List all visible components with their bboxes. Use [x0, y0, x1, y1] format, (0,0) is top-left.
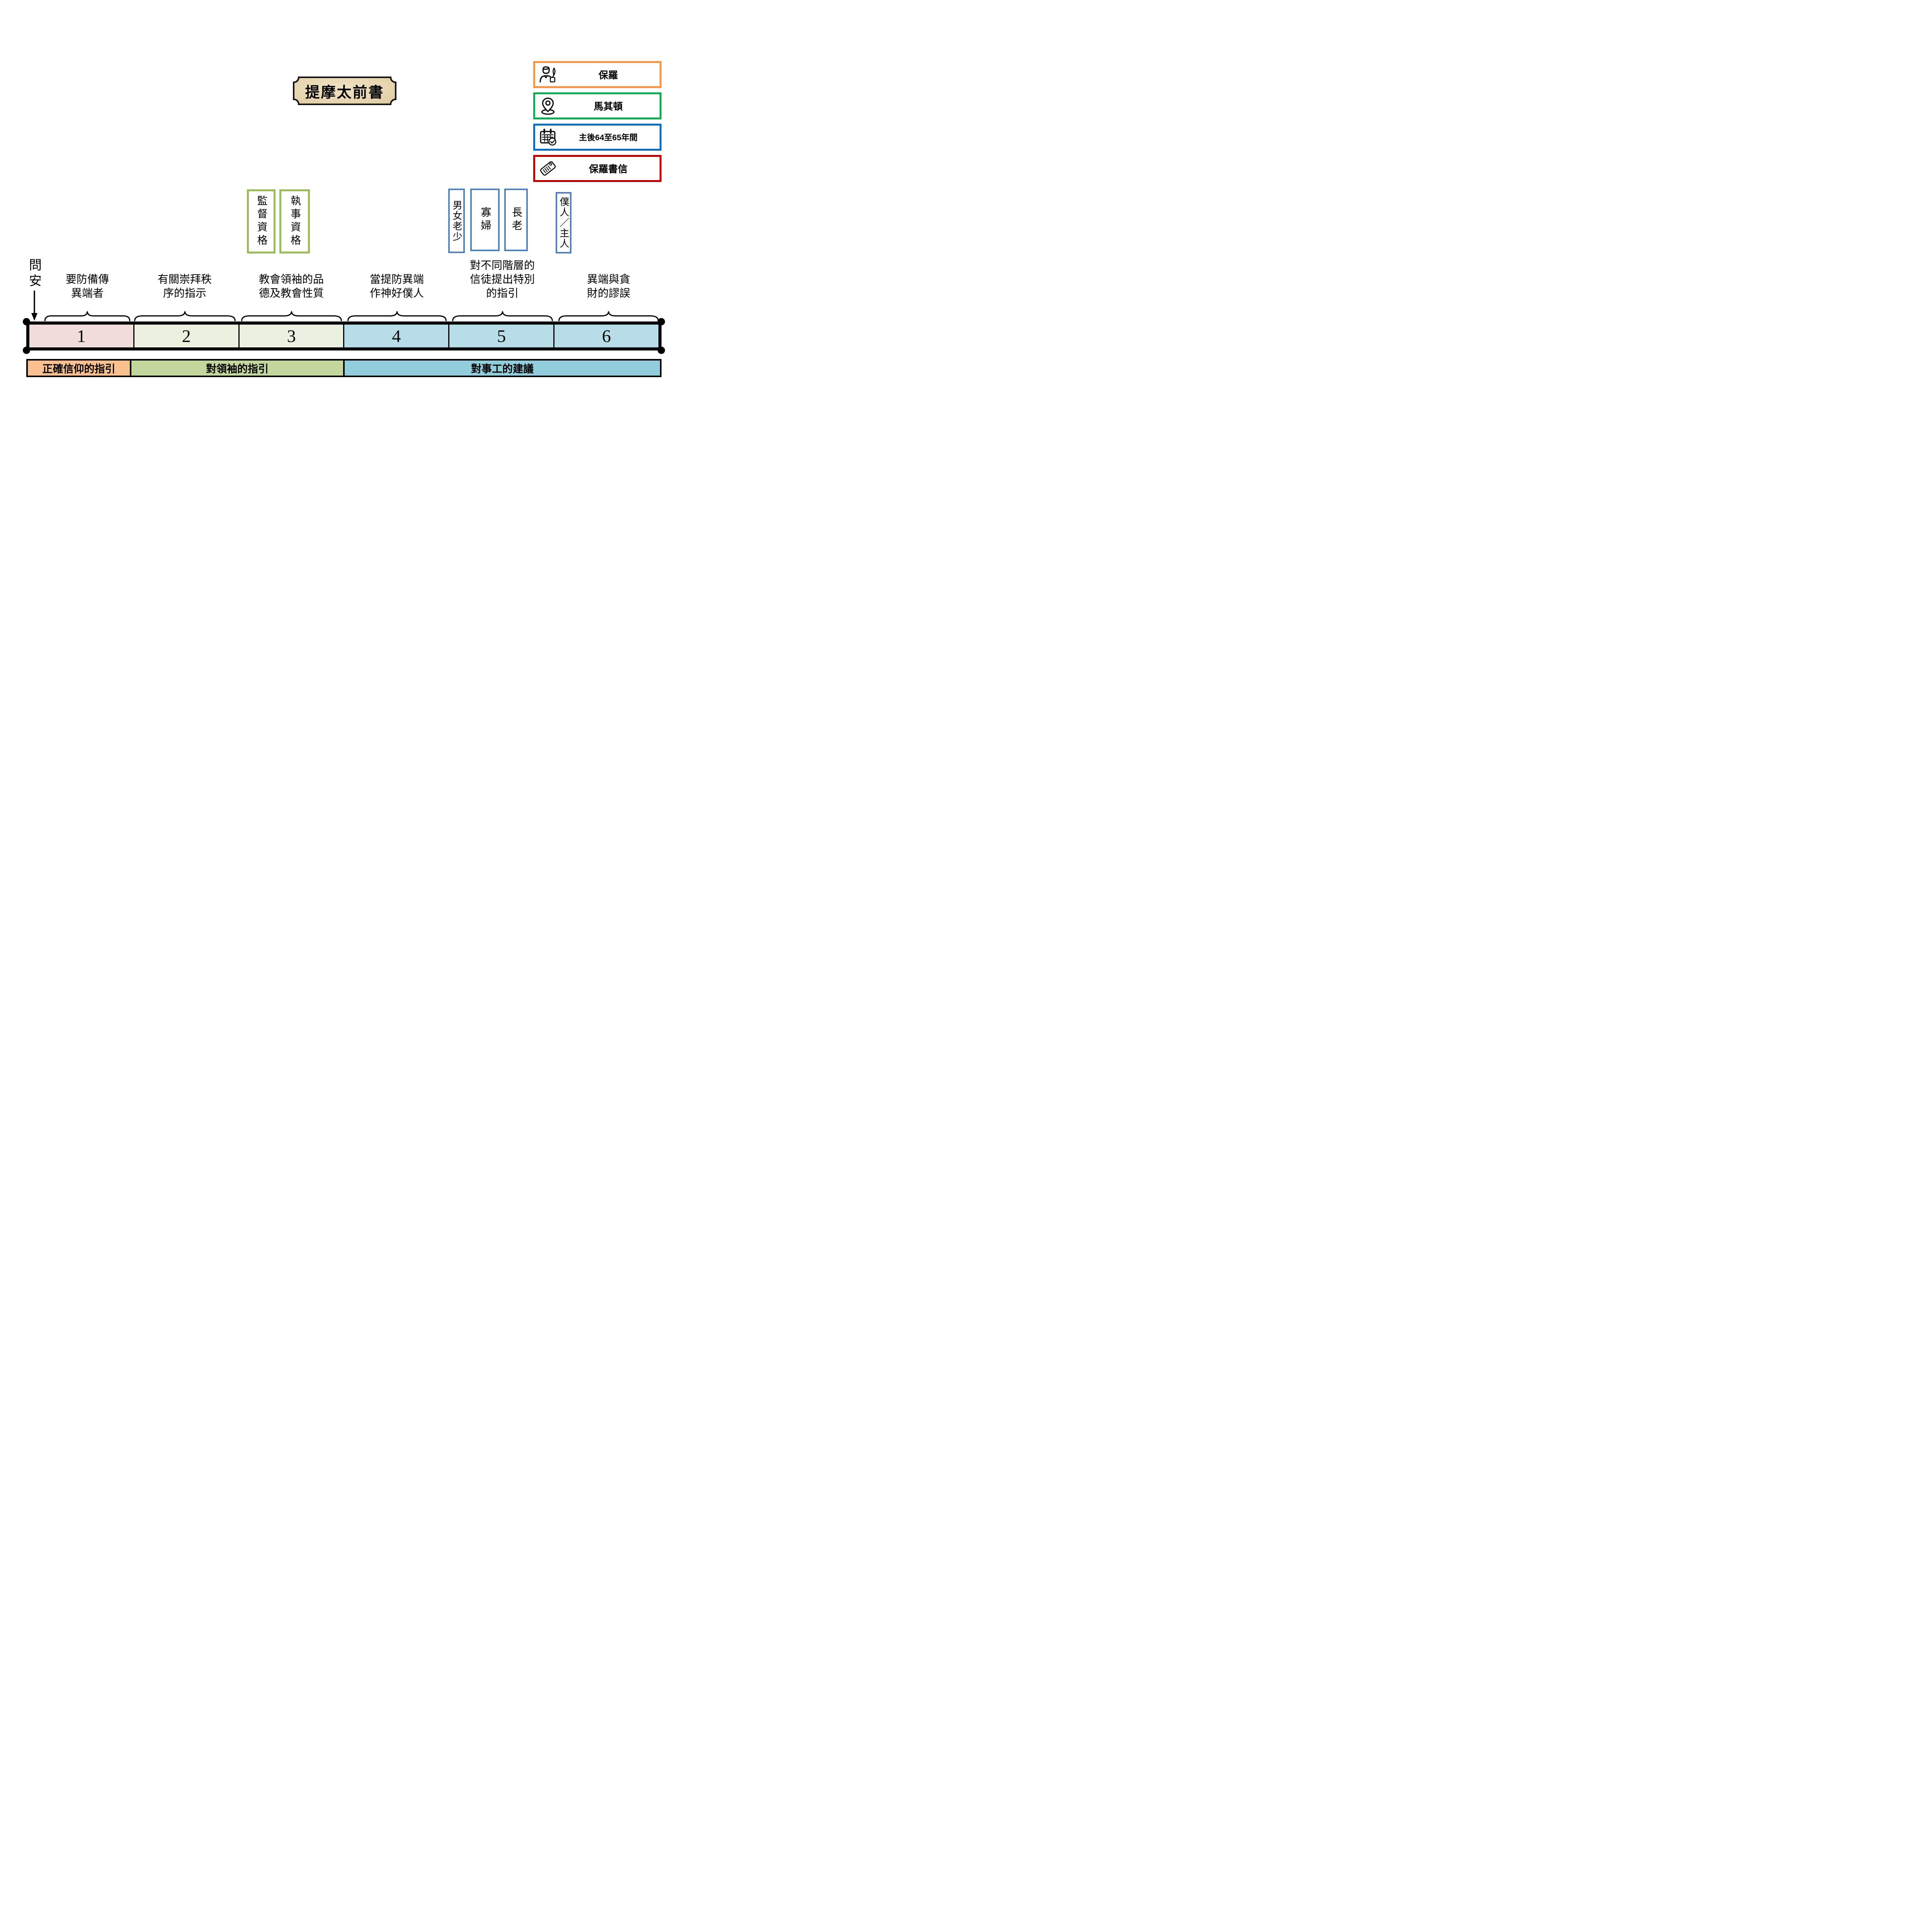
section-ministry-advice: 對事工的建議	[345, 361, 660, 376]
title-plaque: 提摩太前書	[292, 76, 397, 106]
legend: 保羅 馬其頓	[533, 61, 662, 186]
chapter-cell-4: 4	[344, 325, 449, 347]
topic-box-bishop-qualifications: 監督資格	[247, 189, 276, 253]
topic-box-men-women-old-young: 男女老少	[448, 189, 465, 253]
legend-item-location: 馬其頓	[533, 92, 662, 119]
chapter-cell-5: 5	[449, 325, 554, 347]
chapter-cell-3: 3	[239, 325, 344, 347]
topic-box-elders: 長老	[504, 189, 528, 251]
chapter-5-summary: 對不同階層的 信徒提出特別 的指引	[469, 260, 535, 299]
chapter-2-brace-icon	[134, 311, 236, 321]
band-corner-dot	[658, 347, 665, 354]
greeting-text: 問安	[27, 258, 41, 290]
legend-date-label: 主後64至65年間	[579, 133, 638, 142]
chapter-3-brace-icon	[241, 311, 342, 321]
author-icon	[535, 66, 561, 83]
chapter-1-brace-icon	[44, 311, 131, 321]
chapter-5-brace-icon	[452, 311, 553, 321]
legend-item-author: 保羅	[533, 61, 662, 88]
section-leaders-guide: 對領袖的指引	[131, 361, 343, 376]
legend-location-label: 馬其頓	[594, 101, 623, 112]
topic-box-label: 男女老少	[451, 200, 462, 242]
page-title: 提摩太前書	[305, 84, 384, 101]
chapter-2-summary: 有關崇拜秩 序的指示	[157, 274, 212, 299]
chapter-1-summary: 要防備傳 異端者	[65, 274, 109, 299]
band-corner-dot	[23, 318, 30, 325]
legend-category-label: 保羅書信	[588, 164, 628, 175]
chapter-4-brace-icon	[347, 311, 447, 321]
topic-box-label: 長老	[510, 207, 522, 233]
location-icon	[535, 97, 561, 115]
plaque-shape-icon	[293, 77, 396, 105]
tag-icon	[535, 160, 561, 177]
topic-box-label: 執事資格	[289, 195, 301, 248]
section-band: 正確信仰的指引 對領袖的指引 對事工的建議	[26, 359, 662, 377]
legend-item-date: 主後64至65年間	[533, 124, 662, 151]
calendar-icon	[535, 128, 561, 146]
topic-box-label: 僕人／主人	[558, 197, 569, 249]
chapter-6-brace-icon	[558, 311, 659, 321]
chapter-6-summary: 異端與貪 財的謬誤	[587, 274, 630, 299]
legend-author-label: 保羅	[598, 70, 618, 81]
greeting-label: 問安	[25, 258, 43, 292]
chapter-cell-2: 2	[134, 325, 238, 347]
diagram-canvas: 提摩太前書 保羅	[0, 0, 678, 479]
section-right-faith: 正確信仰的指引	[28, 361, 130, 376]
legend-item-category: 保羅書信	[533, 155, 662, 182]
topic-box-servants-masters: 僕人／主人	[556, 192, 571, 253]
chapter-4-summary: 當提防異端 作神好僕人	[369, 274, 424, 299]
topic-box-label: 監督資格	[255, 195, 267, 248]
band-corner-dot	[23, 347, 30, 354]
chapter-3-summary: 教會領袖的品 德及教會性質	[259, 274, 324, 299]
chapter-band: 1 2 3 4 5 6	[26, 321, 662, 350]
chapter-cell-1: 1	[29, 325, 133, 347]
chapter-cell-6: 6	[554, 325, 658, 347]
band-corner-dot	[658, 318, 665, 325]
topic-box-label: 寡婦	[479, 207, 491, 233]
greeting-arrow-icon	[30, 291, 39, 323]
topic-box-deacon-qualifications: 執事資格	[279, 189, 310, 253]
topic-box-widows: 寡婦	[470, 189, 500, 251]
